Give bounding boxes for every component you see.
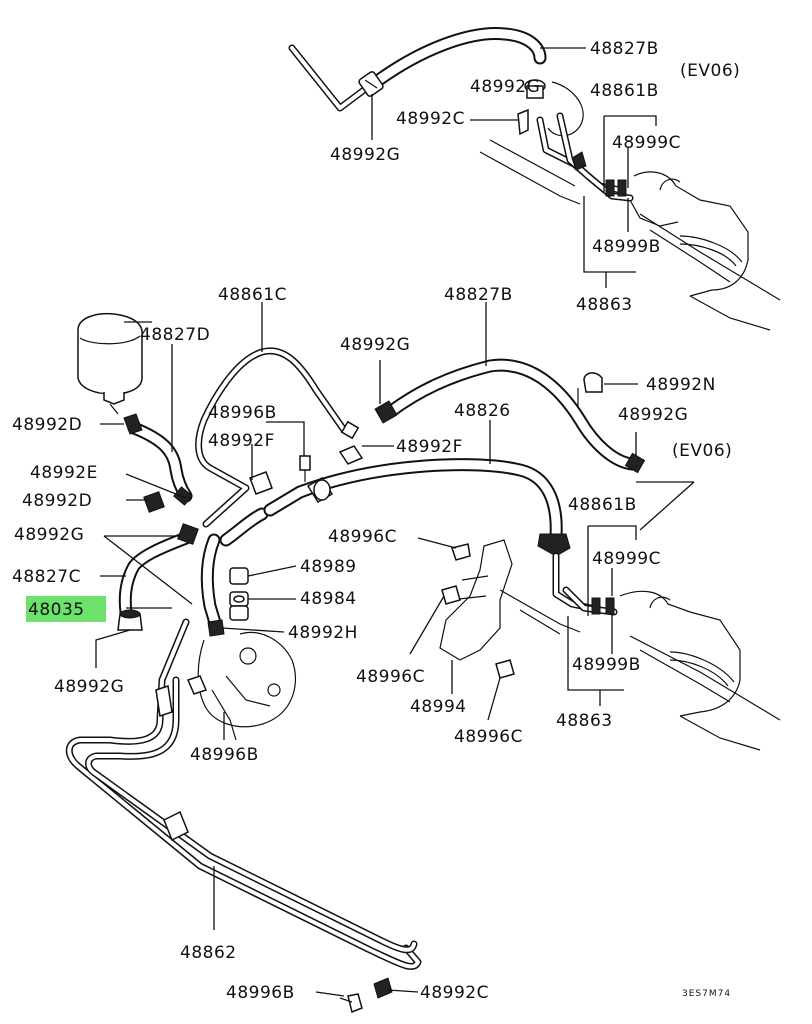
top-inset-leaders [371, 47, 657, 288]
label-48826[interactable]: 48826 [454, 401, 511, 421]
label-48999C-mid[interactable]: 48999C [592, 549, 661, 569]
label-48992F-2[interactable]: 48992F [396, 437, 463, 457]
label-48996C-2[interactable]: 48996C [356, 667, 425, 687]
label-48996C-1[interactable]: 48996C [328, 527, 397, 547]
label-48992N[interactable]: 48992N [646, 375, 716, 395]
label-48992F-1[interactable]: 48992F [208, 431, 275, 451]
label-48996B-1[interactable]: 48996B [208, 403, 277, 423]
label-48999B-mid[interactable]: 48999B [572, 655, 641, 675]
label-48827B-mid[interactable]: 48827B [444, 285, 513, 305]
label-48992C-bottom[interactable]: 48992C [420, 983, 489, 1003]
label-48861B-mid[interactable]: 48861B [568, 495, 637, 515]
label-ev06-top: (EV06) [680, 61, 740, 81]
label-ev06-mid: (EV06) [672, 441, 732, 461]
part-labels: 48827B (EV06) 48992G 48861B 48992C 48999… [12, 39, 740, 1003]
label-48992G-top-left[interactable]: 48992G [330, 145, 400, 165]
label-48992D-1[interactable]: 48992D [12, 415, 82, 435]
label-48994[interactable]: 48994 [410, 697, 467, 717]
label-48992H[interactable]: 48992H [288, 623, 358, 643]
main-leaders [95, 302, 695, 997]
label-48992C-top[interactable]: 48992C [396, 109, 465, 129]
label-48999C-top[interactable]: 48999C [612, 133, 681, 153]
label-48827C[interactable]: 48827C [12, 567, 81, 587]
top-inset-assembly [288, 27, 781, 331]
part-number-highlight [26, 596, 106, 622]
label-48863-top[interactable]: 48863 [576, 295, 633, 315]
label-48861B-top[interactable]: 48861B [590, 81, 659, 101]
label-48992E[interactable]: 48992E [30, 463, 98, 483]
label-48996C-3[interactable]: 48996C [454, 727, 523, 747]
label-48992G-right[interactable]: 48992G [618, 405, 688, 425]
label-48992G-left[interactable]: 48992G [14, 525, 84, 545]
label-48863-mid[interactable]: 48863 [556, 711, 613, 731]
label-48861C[interactable]: 48861C [218, 285, 287, 305]
label-48862[interactable]: 48862 [180, 943, 237, 963]
label-48992G-top[interactable]: 48992G [470, 77, 540, 97]
label-48035[interactable]: 48035 [28, 600, 85, 620]
label-48992D-2[interactable]: 48992D [22, 491, 92, 511]
label-48827B-top[interactable]: 48827B [590, 39, 659, 59]
label-48999B-top[interactable]: 48999B [592, 237, 661, 257]
label-48996B-2[interactable]: 48996B [190, 745, 259, 765]
label-48992G-bottom[interactable]: 48992G [54, 677, 124, 697]
label-48989[interactable]: 48989 [300, 557, 357, 577]
label-48984[interactable]: 48984 [300, 589, 357, 609]
label-48827D[interactable]: 48827D [140, 325, 210, 345]
label-48992G-mid[interactable]: 48992G [340, 335, 410, 355]
label-48996B-3[interactable]: 48996B [226, 983, 295, 1003]
diagram-code: 3ES7M74 [682, 989, 731, 999]
main-assembly [65, 312, 781, 1014]
